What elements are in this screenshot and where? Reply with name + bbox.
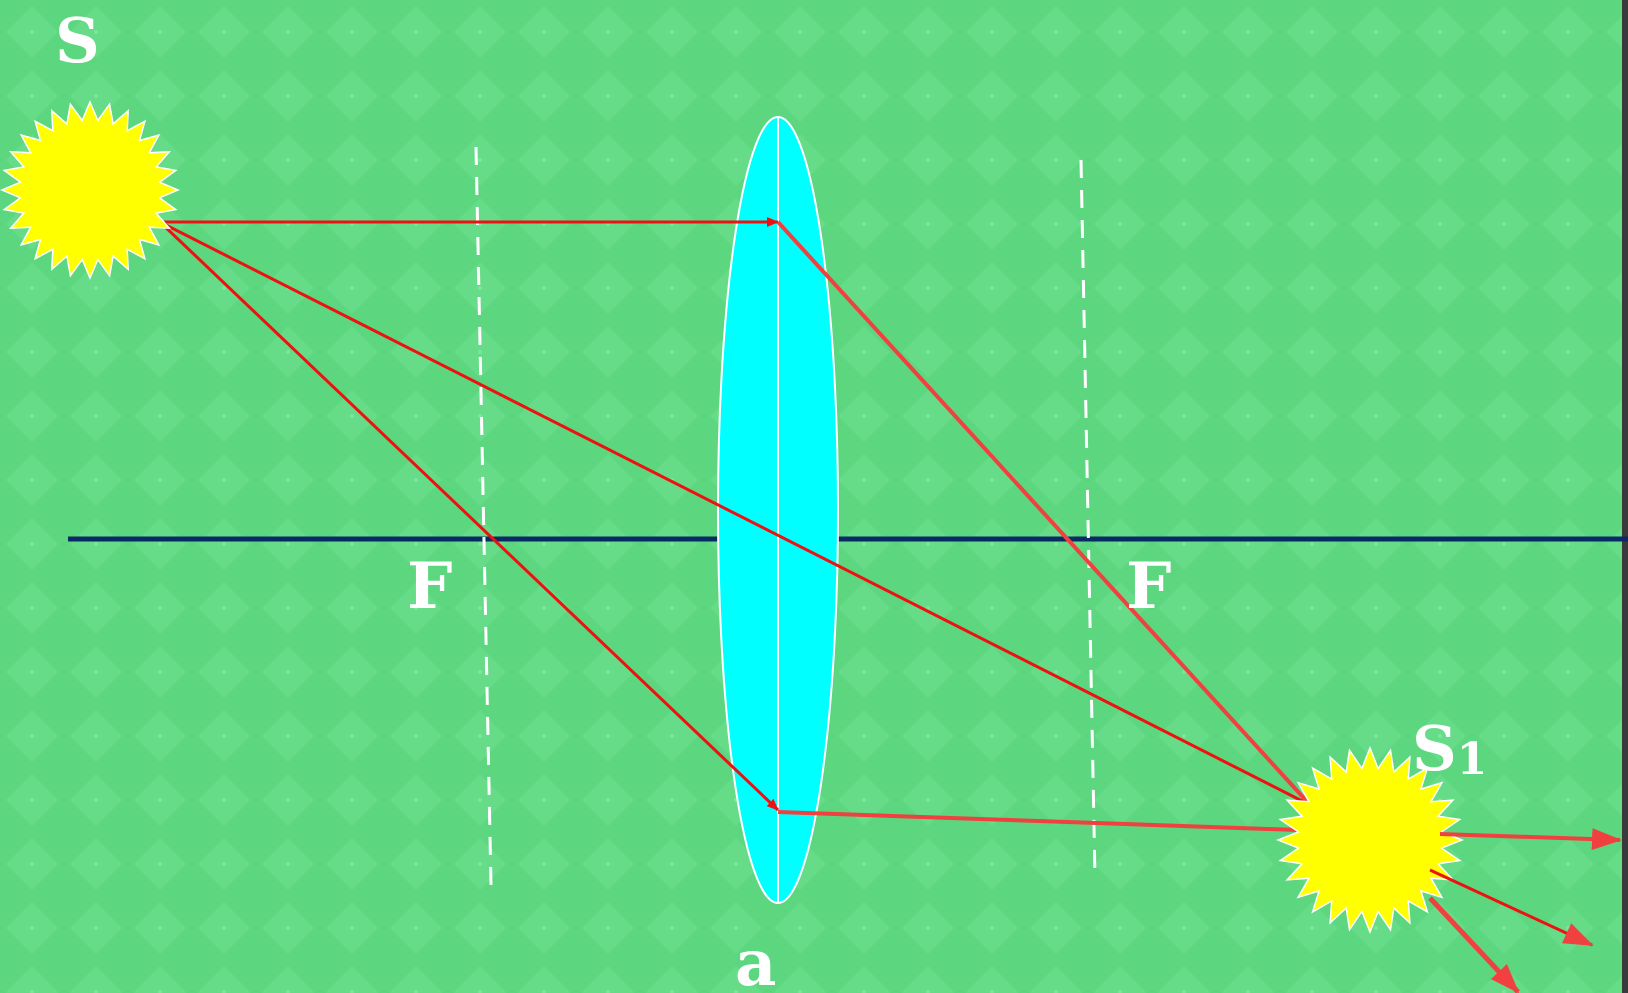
lens-label: a: [735, 926, 776, 993]
ray-beyond-3: [1428, 896, 1520, 993]
right-border: [1622, 0, 1628, 993]
focus-left-label: F: [407, 549, 452, 624]
focal-plane-left: [474, 146, 493, 886]
source-sun-icon: [0, 100, 180, 280]
image-label-subscript: 1: [1457, 734, 1488, 785]
source-label: S: [55, 4, 100, 77]
image-label-letter: S: [1412, 712, 1457, 785]
ray-beyond-1: [1439, 828, 1622, 851]
image-sun-icon: [1275, 745, 1465, 935]
focus-right-label: F: [1126, 549, 1171, 624]
ray-focal-refracted: [777, 810, 1299, 832]
ray-parallel-refracted: [776, 220, 1324, 820]
image-label: S1: [1412, 712, 1487, 785]
ray-beyond-2: [1429, 868, 1594, 947]
ray-center: [159, 220, 1313, 808]
ray-focal-incident: [158, 220, 780, 812]
